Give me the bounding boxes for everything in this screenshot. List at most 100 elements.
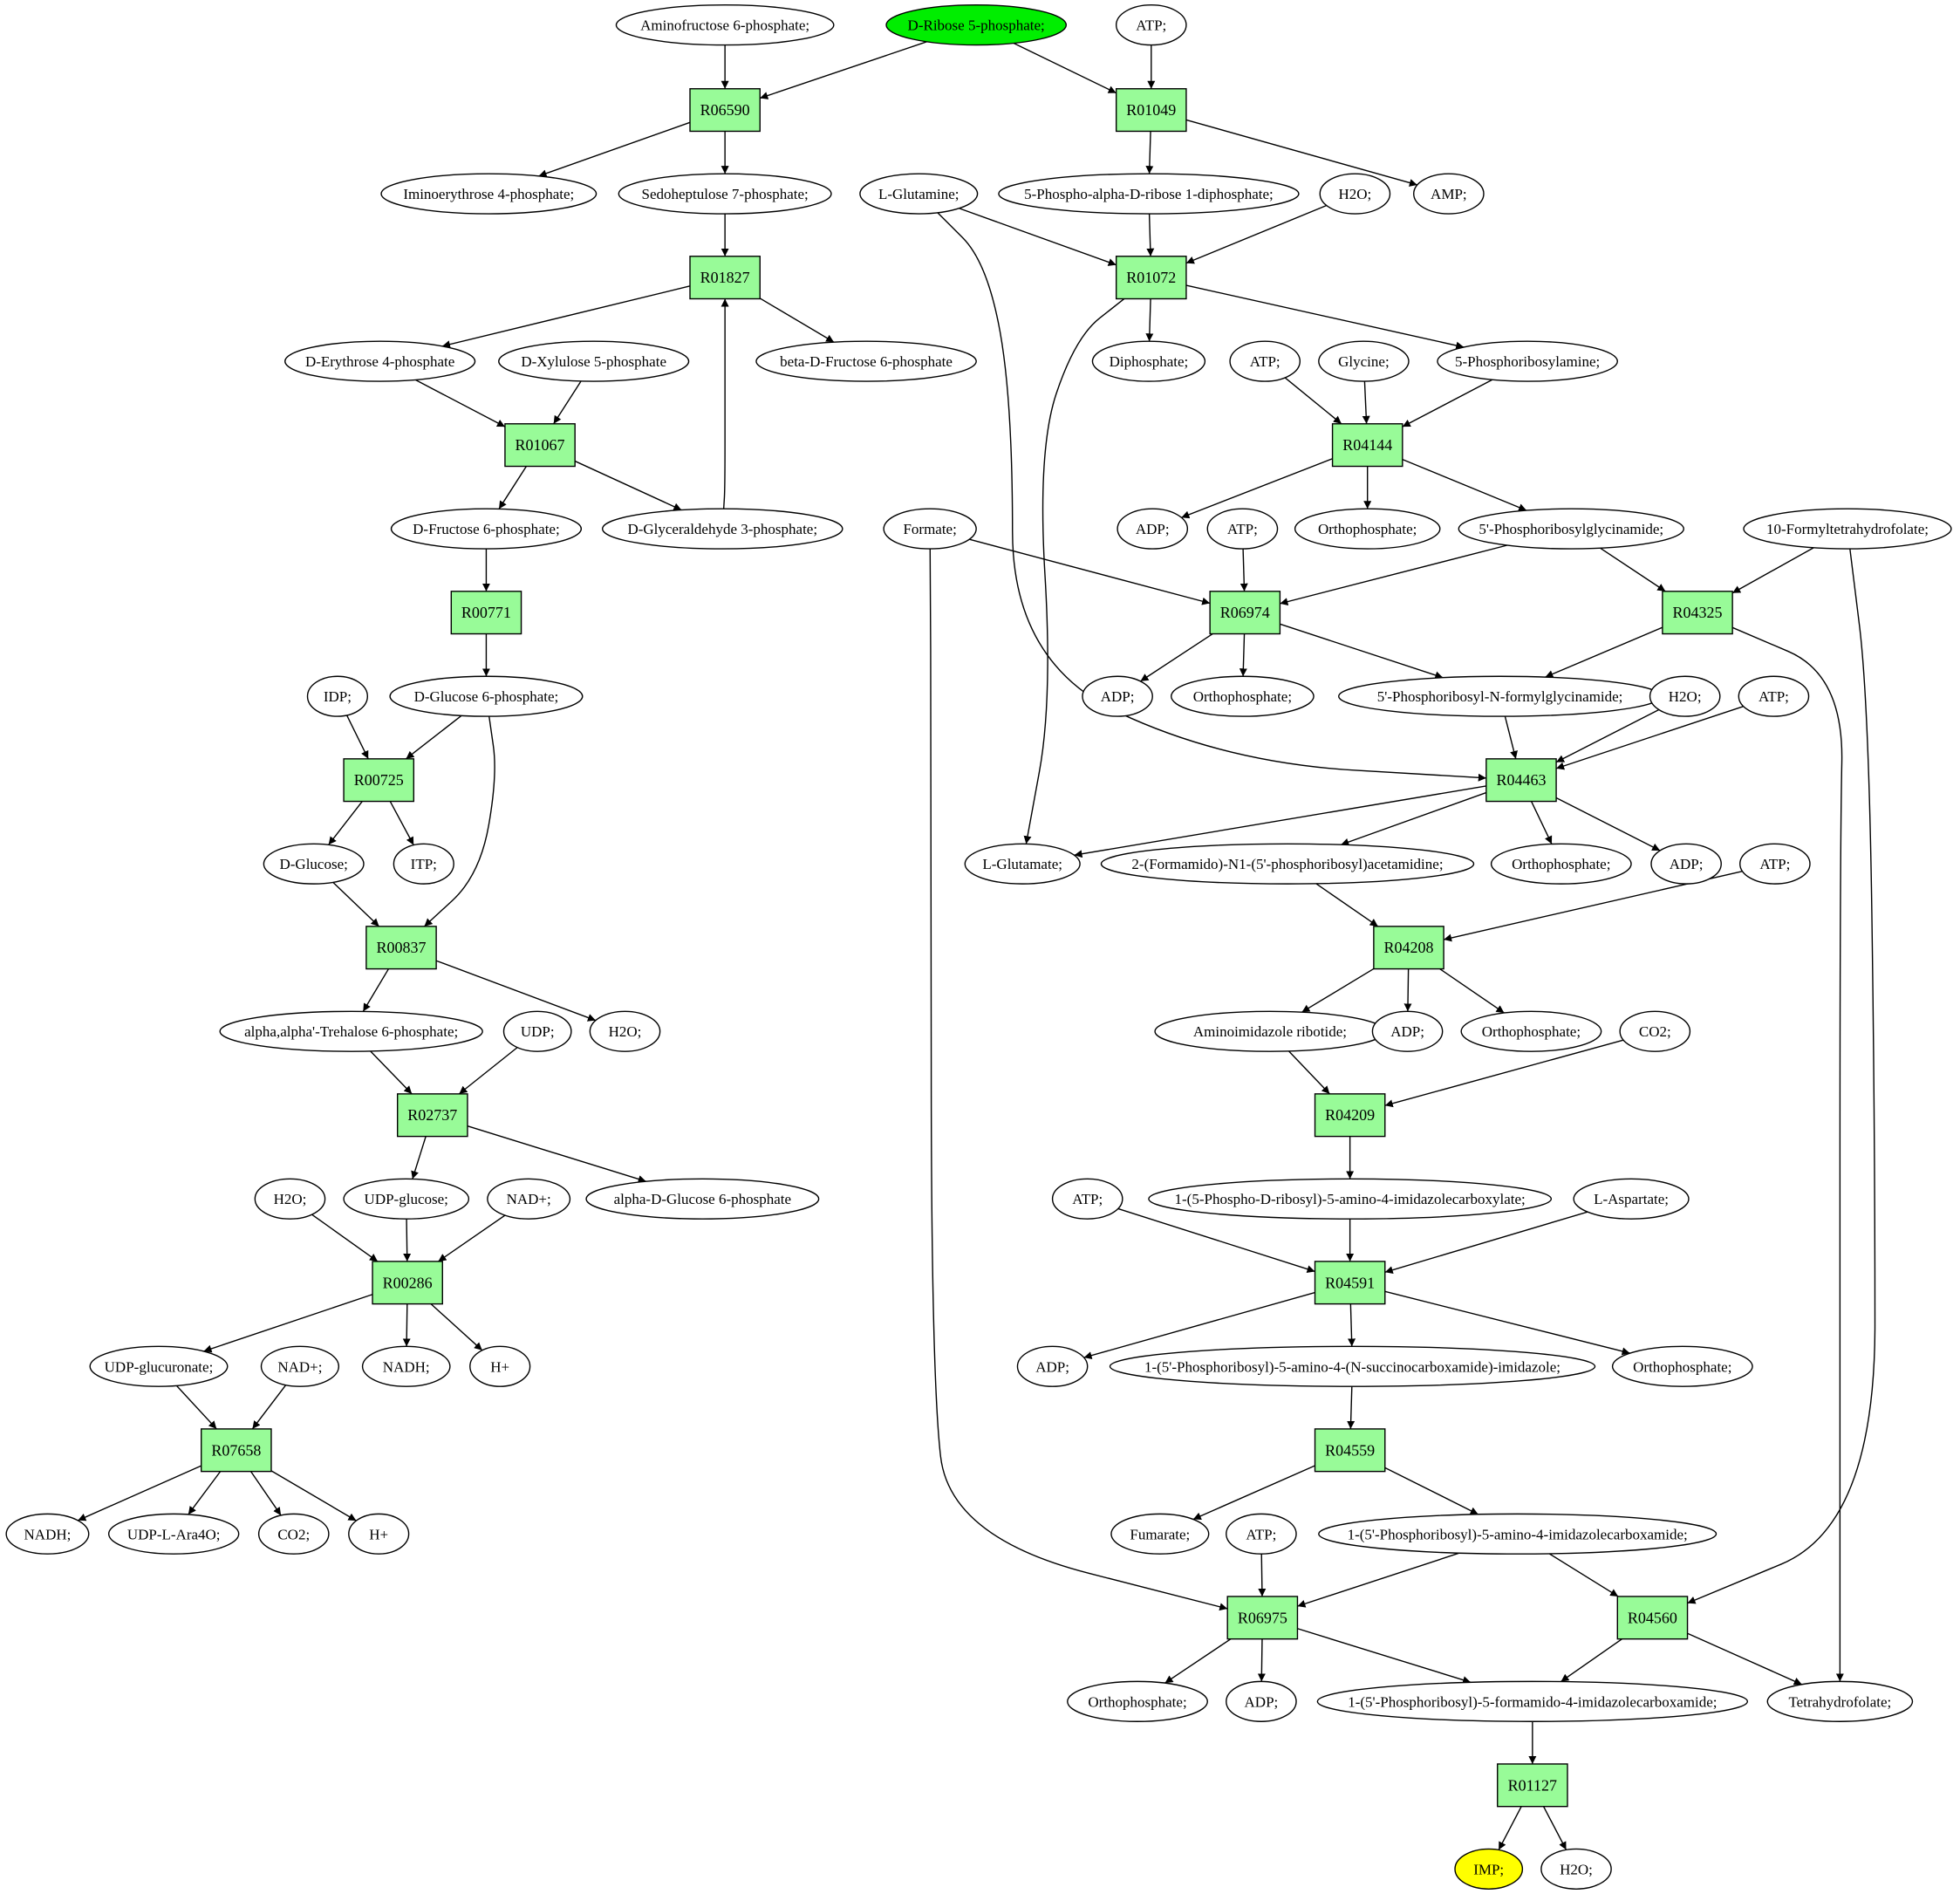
compound-node-h_2[interactable]: H+ xyxy=(348,1513,410,1555)
compound-node-faicar[interactable]: 1-(5'-Phosphoribosyl)-5-formamido-4-imid… xyxy=(1316,1680,1749,1722)
reaction-node-R06590[interactable]: R06590 xyxy=(689,88,761,133)
compound-node-nadh_1[interactable]: NADH; xyxy=(361,1345,451,1387)
reaction-node-R04209[interactable]: R04209 xyxy=(1314,1093,1386,1138)
compound-node-glucose[interactable]: D-Glucose; xyxy=(263,843,365,885)
compound-node-erythrose[interactable]: D-Erythrose 4-phosphate xyxy=(284,340,476,382)
reaction-node-R01067[interactable]: R01067 xyxy=(504,423,576,468)
compound-node-ortho_4[interactable]: Orthophosphate; xyxy=(1460,1010,1602,1052)
compound-node-f6p[interactable]: D-Fructose 6-phosphate; xyxy=(390,508,583,550)
compound-node-ortho_3[interactable]: Orthophosphate; xyxy=(1490,843,1632,885)
compound-node-h2o_3[interactable]: H2O; xyxy=(589,1010,661,1052)
compound-node-h2o_1[interactable]: H2O; xyxy=(1319,173,1391,215)
reaction-node-R01072[interactable]: R01072 xyxy=(1115,256,1187,300)
compound-node-atp_4[interactable]: ATP; xyxy=(1738,675,1810,717)
reaction-node-R04559[interactable]: R04559 xyxy=(1314,1428,1386,1473)
compound-node-fructose_beta[interactable]: beta-D-Fructose 6-phosphate xyxy=(755,340,977,382)
compound-node-itp[interactable]: ITP; xyxy=(393,843,454,885)
compound-node-udpglucuronate[interactable]: UDP-glucuronate; xyxy=(89,1345,229,1387)
compound-node-nad_1[interactable]: NAD+; xyxy=(487,1178,571,1220)
compound-node-nad_2[interactable]: NAD+; xyxy=(260,1345,340,1387)
compound-node-fgam[interactable]: 2-(Formamido)-N1-(5'-phosphoribosyl)acet… xyxy=(1100,843,1475,885)
reaction-node-R04325[interactable]: R04325 xyxy=(1662,591,1733,635)
compound-node-fumarate[interactable]: Fumarate; xyxy=(1110,1513,1210,1555)
compound-node-thf[interactable]: Tetrahydrofolate; xyxy=(1766,1680,1914,1722)
compound-node-g6p[interactable]: D-Glucose 6-phosphate; xyxy=(389,675,584,717)
compound-node-co2_2[interactable]: CO2; xyxy=(257,1513,330,1555)
compound-node-adp_1[interactable]: ADP; xyxy=(1117,508,1189,550)
compound-node-h_1[interactable]: H+ xyxy=(469,1345,531,1387)
compound-node-air[interactable]: Aminoimidazole ribotide; xyxy=(1154,1010,1386,1052)
compound-node-atp_3[interactable]: ATP; xyxy=(1206,508,1279,550)
compound-node-atp_2[interactable]: ATP; xyxy=(1229,340,1301,382)
reaction-box xyxy=(450,591,522,635)
compound-node-adp_4[interactable]: ADP; xyxy=(1371,1010,1444,1052)
compound-node-nadh_2[interactable]: NADH; xyxy=(5,1513,90,1555)
reaction-node-R00771[interactable]: R00771 xyxy=(450,591,522,635)
compound-node-prpp[interactable]: 5-Phospho-alpha-D-ribose 1-diphosphate; xyxy=(998,173,1300,215)
compound-node-atp_top[interactable]: ATP; xyxy=(1115,4,1187,46)
compound-node-udpglucose[interactable]: UDP-glucose; xyxy=(343,1178,470,1220)
reaction-node-R00286[interactable]: R00286 xyxy=(372,1261,443,1305)
compound-label: D-Erythrose 4-phosphate xyxy=(305,353,454,370)
compound-node-formylthf[interactable]: 10-Formyltetrahydrofolate; xyxy=(1743,508,1952,550)
compound-node-xylulose[interactable]: D-Xylulose 5-phosphate xyxy=(498,340,690,382)
compound-label: L-Glutamine; xyxy=(878,186,960,202)
compound-node-ortho_2[interactable]: Orthophosphate; xyxy=(1171,675,1315,717)
compound-node-ribose5p[interactable]: D-Ribose 5-phosphate; xyxy=(885,4,1068,46)
reaction-node-R00837[interactable]: R00837 xyxy=(365,926,437,970)
compound-node-saicar[interactable]: 1-(5'-Phosphoribosyl)-5-amino-4-(N-succi… xyxy=(1109,1345,1596,1387)
compound-node-h2o_2[interactable]: H2O; xyxy=(1649,675,1721,717)
compound-node-cair[interactable]: 1-(5-Phospho-D-ribosyl)-5-amino-4-imidaz… xyxy=(1148,1178,1553,1220)
compound-node-udp[interactable]: UDP; xyxy=(502,1010,572,1052)
compound-node-ortho_5[interactable]: Orthophosphate; xyxy=(1611,1345,1753,1387)
compound-node-adp_6[interactable]: ADP; xyxy=(1226,1680,1297,1722)
reaction-node-R00725[interactable]: R00725 xyxy=(343,758,415,803)
reaction-node-R02737[interactable]: R02737 xyxy=(396,1093,468,1138)
compound-label: ADP; xyxy=(1670,856,1704,872)
compound-node-imp[interactable]: IMP; xyxy=(1454,1848,1524,1890)
compound-node-h2o_5[interactable]: H2O; xyxy=(1540,1848,1612,1890)
compound-node-h2o_4[interactable]: H2O; xyxy=(254,1178,326,1220)
compound-node-adp_3[interactable]: ADP; xyxy=(1650,843,1722,885)
compound-node-co2_1[interactable]: CO2; xyxy=(1619,1010,1691,1052)
compound-node-diphosphate[interactable]: Diphosphate; xyxy=(1091,340,1206,382)
compound-node-adp_5[interactable]: ADP; xyxy=(1016,1345,1089,1387)
compound-node-sedoheptulose[interactable]: Sedoheptulose 7-phosphate; xyxy=(618,173,832,215)
compound-node-idp[interactable]: IDP; xyxy=(306,675,369,717)
reaction-node-R07658[interactable]: R07658 xyxy=(201,1428,272,1473)
reaction-node-R06974[interactable]: R06974 xyxy=(1209,591,1281,635)
compound-node-udpara[interactable]: UDP-L-Ara4O; xyxy=(107,1513,240,1555)
compound-node-aminofructose[interactable]: Aminofructose 6-phosphate; xyxy=(615,4,835,46)
reaction-node-R04144[interactable]: R04144 xyxy=(1331,423,1403,468)
compound-node-fgar[interactable]: 5'-Phosphoribosyl-N-formylglycinamide; xyxy=(1338,675,1663,717)
compound-node-ortho_1[interactable]: Orthophosphate; xyxy=(1294,508,1441,550)
compound-label: NADH; xyxy=(24,1526,72,1542)
reaction-node-R06975[interactable]: R06975 xyxy=(1226,1596,1299,1640)
compound-node-atp_5[interactable]: ATP; xyxy=(1739,843,1811,885)
compound-node-aicar[interactable]: 1-(5'-Phosphoribosyl)-5-amino-4-imidazol… xyxy=(1318,1513,1718,1555)
reaction-node-R04463[interactable]: R04463 xyxy=(1485,758,1557,803)
reaction-node-R01049[interactable]: R01049 xyxy=(1115,88,1187,133)
reaction-node-R04560[interactable]: R04560 xyxy=(1616,1596,1689,1640)
compound-node-glycine[interactable]: Glycine; xyxy=(1318,340,1410,382)
compound-node-gar[interactable]: 5'-Phosphoribosylglycinamide; xyxy=(1458,508,1684,550)
compound-node-atp_6[interactable]: ATP; xyxy=(1051,1178,1123,1220)
compound-node-adp_2[interactable]: ADP; xyxy=(1082,675,1153,717)
compound-node-trehalose6p[interactable]: alpha,alpha'-Trehalose 6-phosphate; xyxy=(219,1010,483,1052)
compound-node-atp_7[interactable]: ATP; xyxy=(1226,1513,1297,1555)
compound-node-glutamate[interactable]: L-Glutamate; xyxy=(964,843,1081,885)
compound-node-iminoerythrose[interactable]: Iminoerythrose 4-phosphate; xyxy=(380,173,598,215)
compound-node-glutamine[interactable]: L-Glutamine; xyxy=(859,173,979,215)
edge-formylthf-to-R04325 xyxy=(1731,547,1814,594)
compound-node-ortho_6[interactable]: Orthophosphate; xyxy=(1067,1680,1208,1722)
compound-node-pra[interactable]: 5-Phosphoribosylamine; xyxy=(1437,340,1619,382)
reaction-node-R04591[interactable]: R04591 xyxy=(1314,1261,1386,1305)
reaction-node-R01127[interactable]: R01127 xyxy=(1497,1763,1568,1808)
compound-node-formate[interactable]: Formate; xyxy=(883,508,977,550)
reaction-node-R01827[interactable]: R01827 xyxy=(689,256,761,300)
compound-node-amp[interactable]: AMP; xyxy=(1413,173,1485,215)
compound-node-ag6p[interactable]: alpha-D-Glucose 6-phosphate xyxy=(585,1178,820,1220)
compound-node-aspartate[interactable]: L-Aspartate; xyxy=(1573,1178,1690,1220)
reaction-node-R04208[interactable]: R04208 xyxy=(1373,926,1444,970)
compound-node-g3p[interactable]: D-Glyceraldehyde 3-phosphate; xyxy=(602,508,843,550)
